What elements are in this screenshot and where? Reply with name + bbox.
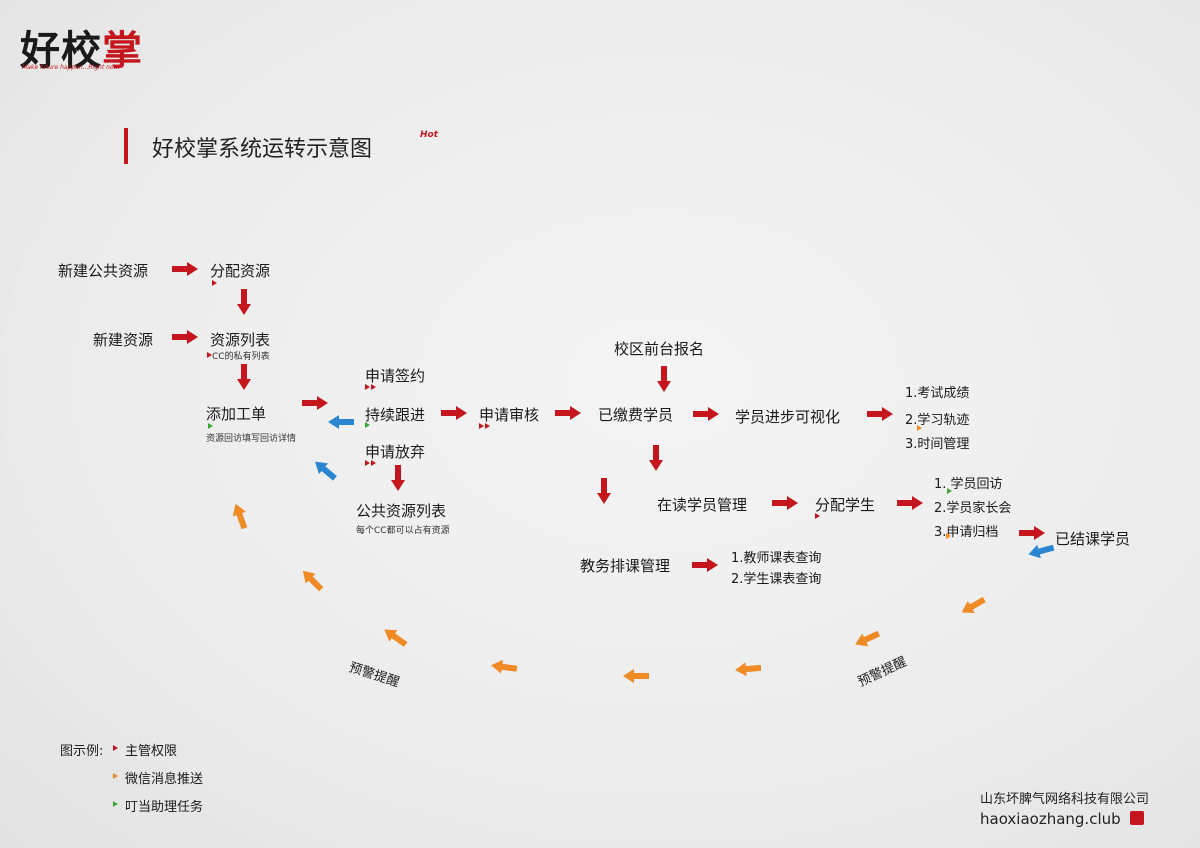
arrow-down	[597, 478, 611, 504]
node-paid-students: 已缴费学员	[598, 406, 674, 424]
title-accent-bar	[124, 128, 128, 164]
node-campus-signup: 校区前台报名	[614, 340, 705, 358]
arrow-down	[649, 445, 663, 471]
node-add-ticket: 添加工单	[206, 405, 267, 423]
progress-item-track: 2.学习轨迹	[905, 413, 970, 428]
schedule-item-student: 2.学生课表查询	[731, 572, 822, 587]
arrow-right	[172, 330, 198, 344]
node-apply-sign: 申请签约	[365, 367, 426, 385]
legend-item-assistant: 叮当助理任务	[125, 800, 204, 815]
legend-item-supervisor: 主管权限	[125, 744, 178, 759]
student-item-meeting: 2.学员家长会	[934, 501, 1012, 516]
progress-item-time: 3.时间管理	[905, 437, 970, 452]
logo-char-1: 好	[20, 28, 61, 74]
brand-logo: 好校掌	[20, 18, 143, 76]
arrow-orange	[734, 660, 762, 678]
note-public-resource-list: 每个CC都可以占有资源	[356, 526, 450, 536]
page-title: 好校掌系统运转示意图	[152, 137, 373, 162]
node-keep-follow: 持续跟进	[365, 406, 426, 424]
node-assign-student: 分配学生	[815, 496, 876, 514]
arrow-right	[693, 407, 719, 421]
node-resource-list: 资源列表	[210, 331, 271, 349]
student-item-visit: 1. 学员回访	[934, 477, 1003, 492]
website-url: haoxiaozhang.club	[980, 810, 1121, 828]
arrow-orange	[228, 501, 252, 531]
arrow-right	[441, 406, 467, 420]
node-public-resource-list: 公共资源列表	[356, 502, 447, 520]
arrow-orange	[852, 627, 882, 651]
arrow-orange	[958, 593, 988, 619]
note-add-ticket: 资源回访填写回访详情	[206, 434, 297, 444]
arrow-right	[772, 496, 798, 510]
arrow-right	[302, 396, 328, 410]
legend-title: 图示例:	[60, 744, 104, 759]
arrow-orange	[623, 669, 649, 683]
brand-tagline: Make future happen...Right now.	[22, 64, 120, 71]
arrow-orange	[297, 565, 327, 595]
arrow-down	[657, 366, 671, 392]
company-name: 山东坏脾气网络科技有限公司	[980, 792, 1150, 807]
progress-item-exam: 1.考试成绩	[905, 386, 970, 401]
note-resource-list: CC的私有列表	[212, 352, 270, 362]
student-item-archive: 3.申请归档	[934, 525, 999, 540]
arrow-left-blue	[328, 415, 354, 429]
legend-marker-green	[113, 801, 118, 807]
node-schedule-management: 教务排课管理	[580, 557, 671, 575]
node-apply-review: 申请审核	[479, 406, 540, 424]
node-graduated: 已结课学员	[1055, 530, 1131, 548]
node-assign-resource: 分配资源	[210, 262, 271, 280]
logo-char-3: 掌	[102, 28, 143, 74]
arrow-right	[172, 262, 198, 276]
arrow-orange	[380, 623, 410, 651]
node-enrolled-management: 在读学员管理	[657, 496, 748, 514]
node-apply-abandon: 申请放弃	[365, 443, 426, 461]
arrow-down	[237, 364, 251, 390]
node-new-resource: 新建资源	[93, 331, 154, 349]
arrow-down	[391, 465, 405, 491]
legend-item-wechat: 微信消息推送	[125, 772, 204, 787]
arrow-right	[692, 558, 718, 572]
legend-marker-orange	[113, 773, 118, 779]
arrow-right	[867, 407, 893, 421]
schedule-item-teacher: 1.教师课表查询	[731, 551, 822, 566]
arrow-left-blue	[1026, 540, 1056, 562]
arrow-up-left-blue	[310, 456, 340, 484]
hot-badge: Hot	[420, 130, 439, 140]
arrow-down	[237, 289, 251, 315]
arrow-right	[555, 406, 581, 420]
seal-icon	[1130, 811, 1144, 825]
node-new-public-resource: 新建公共资源	[58, 262, 149, 280]
arrow-right	[897, 496, 923, 510]
node-progress-visualization: 学员进步可视化	[735, 408, 841, 426]
arrow-right	[1019, 526, 1045, 540]
legend-marker-red	[113, 745, 118, 751]
arrow-orange	[490, 658, 518, 676]
logo-char-2: 校	[61, 28, 102, 74]
